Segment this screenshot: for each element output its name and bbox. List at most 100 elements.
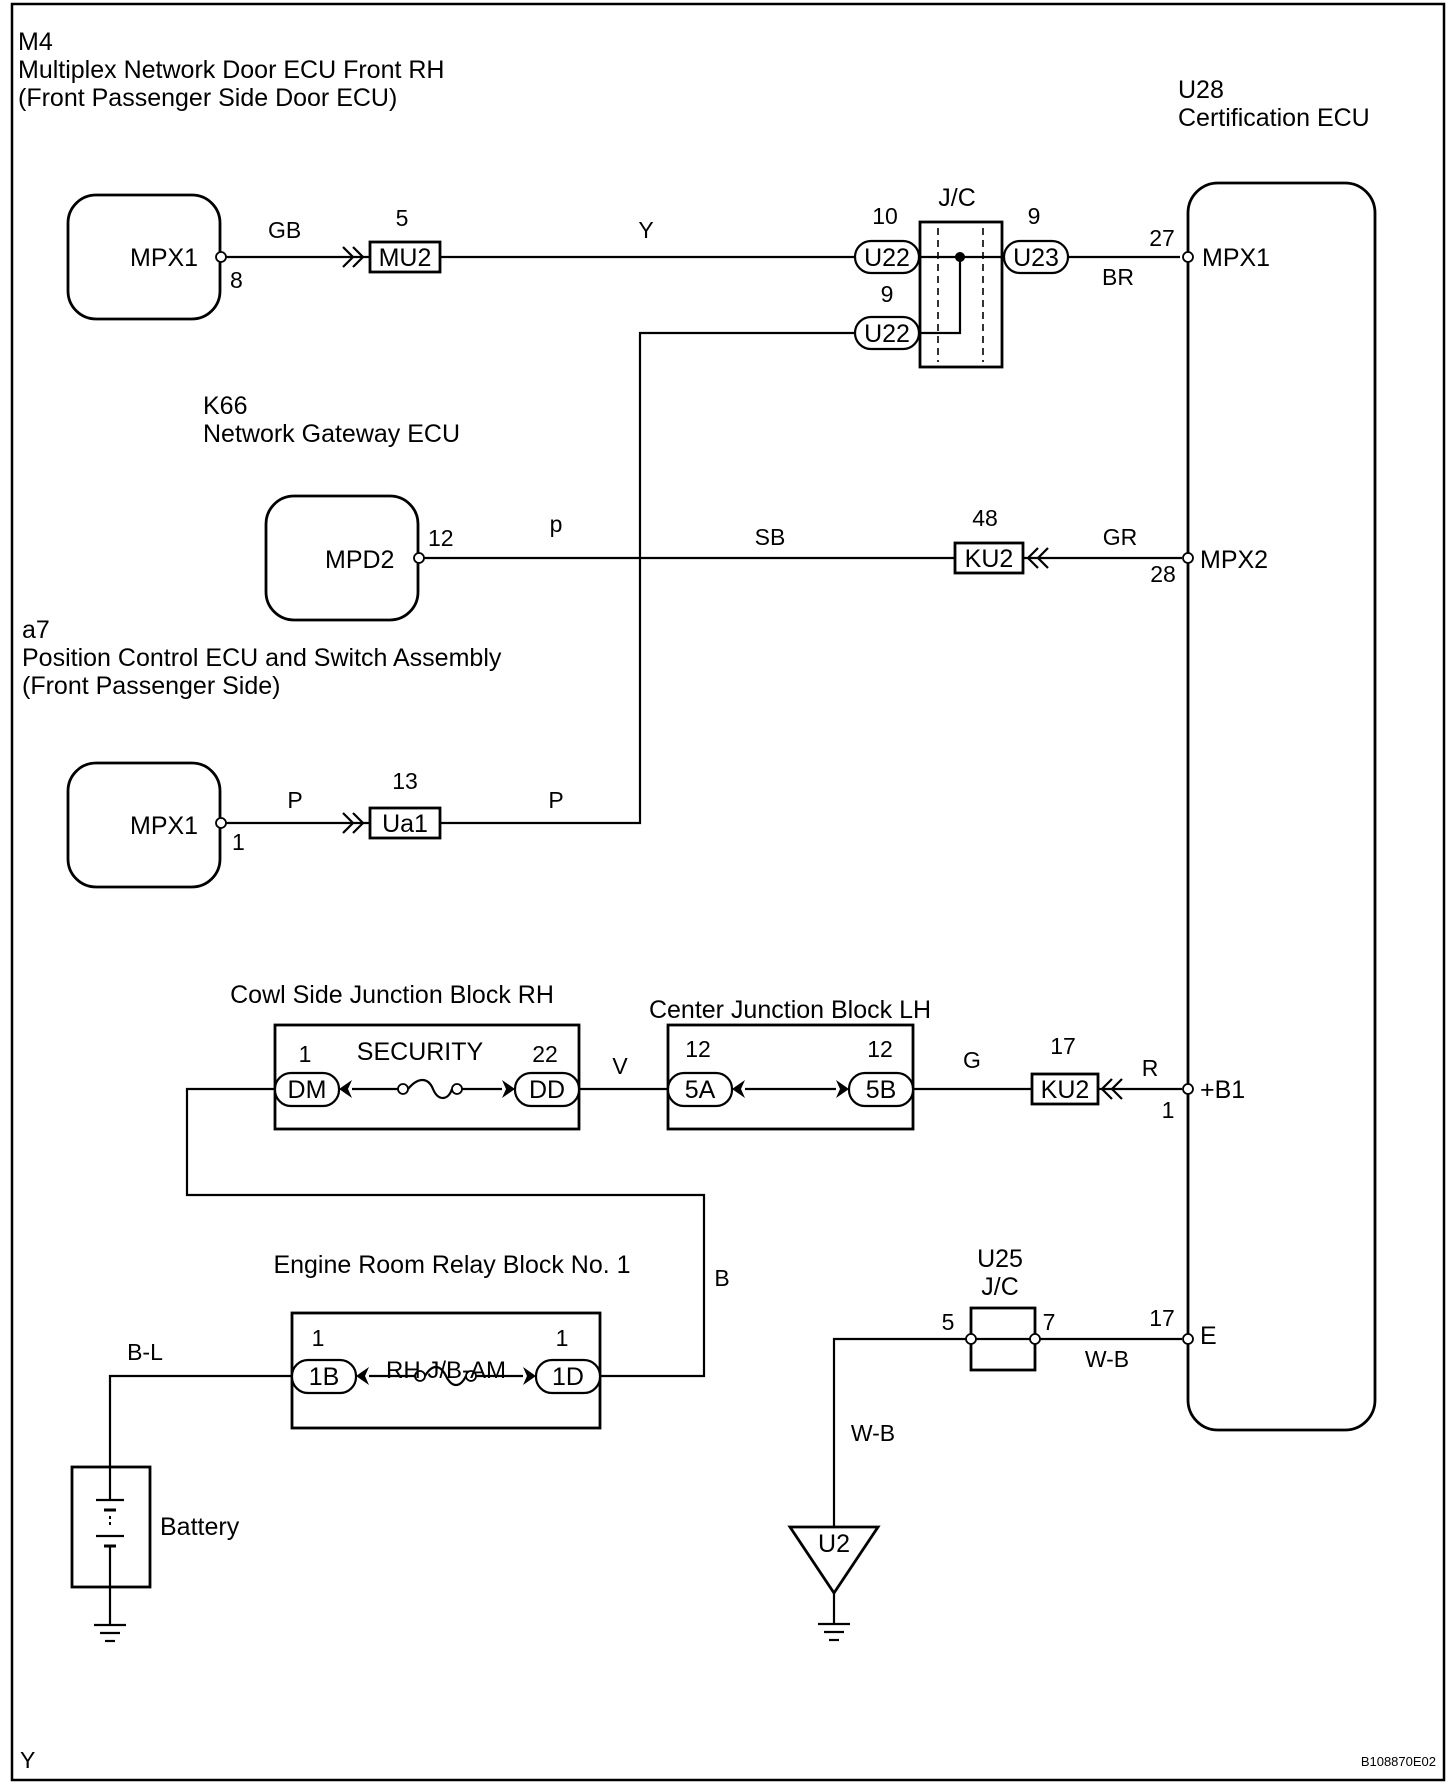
- u28-mpx2-terminal: [1182, 552, 1194, 564]
- u28-pin-mpx1: MPX1: [1202, 244, 1270, 272]
- ground-u2-icon: [818, 1622, 850, 1642]
- u28-mpx1-terminal: [1182, 251, 1194, 263]
- u28-b1-terminal: [1182, 1083, 1194, 1095]
- k66-pin-number: 12: [428, 525, 454, 551]
- wire-color-v: V: [612, 1053, 628, 1079]
- k66-name: Network Gateway ECU: [203, 420, 460, 448]
- engine-conn-1b-label: 1B: [309, 1363, 340, 1391]
- center-right-terminal-icon: [836, 1080, 849, 1098]
- fuse-rh-jb-am-icon: [424, 1365, 467, 1387]
- wire-p-trunk: [440, 331, 855, 825]
- wire-color-g: G: [963, 1047, 981, 1073]
- m4-pin-number: 8: [230, 267, 243, 293]
- wire-color-w-b-ground: W-B: [851, 1420, 895, 1446]
- connector-arrow-mu2: [342, 246, 365, 268]
- connector-u22-a-label: U22: [864, 244, 910, 272]
- u28-pin-17-number: 17: [1149, 1305, 1175, 1331]
- m4-pin-label: MPX1: [130, 244, 198, 272]
- u25-pin-5: 5: [942, 1309, 955, 1335]
- connector-u22-b-label: U22: [864, 320, 910, 348]
- ground-u2-label: U2: [818, 1530, 850, 1558]
- connector-mu2: [368, 240, 442, 274]
- a7-pin-number: 1: [232, 829, 245, 855]
- m4-code: M4: [18, 28, 53, 56]
- connector-mu2-label: MU2: [379, 244, 432, 272]
- connector-ua1-label: Ua1: [382, 810, 428, 838]
- u28-pin-1-number: 1: [1162, 1097, 1175, 1123]
- u25-jc-label: J/C: [981, 1273, 1019, 1301]
- wire-color-sb: SB: [755, 524, 786, 550]
- cowl-fuse-terminal-left: [397, 1083, 409, 1095]
- k66-pin-label: MPD2: [325, 546, 394, 574]
- connector-ku2-bottom-pin: 17: [1050, 1033, 1076, 1059]
- wire-color-y: Y: [638, 217, 653, 243]
- u28-pin-28-number: 28: [1150, 561, 1176, 587]
- wire-color-r: R: [1142, 1055, 1159, 1081]
- connector-mu2-pin: 5: [396, 205, 409, 231]
- center-left-pin: 12: [685, 1036, 711, 1062]
- u28-pin-e: E: [1200, 1322, 1217, 1350]
- wire-color-p-a7: P: [287, 787, 302, 813]
- m4-pin-terminal: [215, 251, 227, 263]
- connector-u22-b-pin: 9: [881, 281, 894, 307]
- u25-pin-7-terminal: [1029, 1333, 1041, 1345]
- a7-name-sub: (Front Passenger Side): [22, 672, 280, 700]
- ground-u2-triangle: [787, 1525, 881, 1596]
- u25-pin-7: 7: [1043, 1309, 1056, 1335]
- connector-u22-a: [853, 239, 921, 275]
- u28-name: Certification ECU: [1178, 104, 1370, 132]
- battery-ground-icon: [94, 1623, 126, 1643]
- center-block-title: Center Junction Block LH: [649, 996, 931, 1024]
- battery-label: Battery: [160, 1513, 240, 1541]
- connector-ku2-top: [953, 541, 1025, 575]
- cowl-left-terminal-icon: [339, 1080, 352, 1098]
- m4-name: Multiplex Network Door ECU Front RH: [18, 56, 445, 84]
- wire-w-b-ground: [832, 1337, 971, 1527]
- cowl-fuse-terminal-right: [451, 1083, 463, 1095]
- center-conn-5a: [666, 1071, 734, 1108]
- engine-block-title: Engine Room Relay Block No. 1: [273, 1251, 630, 1279]
- cowl-left-pin: 1: [299, 1041, 312, 1067]
- a7-name: Position Control ECU and Switch Assembly: [22, 644, 502, 672]
- u28-pin-27-number: 27: [1149, 225, 1175, 251]
- connector-ua1: [368, 806, 442, 840]
- wire-color-gr: GR: [1103, 524, 1138, 550]
- figure-id: B108870E02: [1361, 1754, 1436, 1769]
- center-left-terminal-icon: [732, 1080, 745, 1098]
- u25-code: U25: [977, 1245, 1023, 1273]
- a7-pin-terminal: [215, 817, 227, 829]
- engine-left-terminal-icon: [356, 1367, 369, 1385]
- m4-name-sub: (Front Passenger Side Door ECU): [18, 84, 397, 112]
- u25-pin-5-terminal: [965, 1333, 977, 1345]
- wire-color-p-ua1: P: [548, 787, 563, 813]
- connector-u23-pin: 9: [1028, 203, 1041, 229]
- wire-color-br: BR: [1102, 264, 1134, 290]
- engine-left-pin: 1: [312, 1325, 325, 1351]
- wire-b-l: [108, 1374, 292, 1467]
- u28-code: U28: [1178, 76, 1224, 104]
- jc-block: [918, 220, 1004, 369]
- engine-fuse-name: RH J/B-AM: [386, 1357, 506, 1384]
- connector-ku2-bottom-label: KU2: [1041, 1076, 1090, 1104]
- connector-u22-a-pin: 10: [872, 203, 898, 229]
- a7-pin-label: MPX1: [130, 812, 198, 840]
- cowl-conn-dm-label: DM: [288, 1076, 327, 1104]
- jc-internal-branch: [920, 257, 962, 335]
- engine-conn-1d: [534, 1358, 602, 1395]
- k66-code: K66: [203, 392, 247, 420]
- wire-color-w-b-u28: W-B: [1085, 1346, 1129, 1372]
- u28-pin-mpx2: MPX2: [1200, 546, 1268, 574]
- a7-code: a7: [22, 616, 50, 644]
- wire-color-gb: GB: [268, 217, 301, 243]
- connector-ua1-pin: 13: [392, 768, 418, 794]
- wire-color-b-l: B-L: [127, 1339, 163, 1365]
- wire-color-p-lower: p: [550, 511, 563, 537]
- footer-code: Y: [20, 1747, 35, 1773]
- u28-e-terminal: [1182, 1333, 1194, 1345]
- connector-ku2-top-pin: 48: [972, 505, 998, 531]
- fuse-security-icon: [407, 1078, 454, 1100]
- cowl-right-pin: 22: [532, 1041, 558, 1067]
- connector-arrow-ua1: [342, 812, 365, 834]
- jc-label: J/C: [938, 184, 976, 212]
